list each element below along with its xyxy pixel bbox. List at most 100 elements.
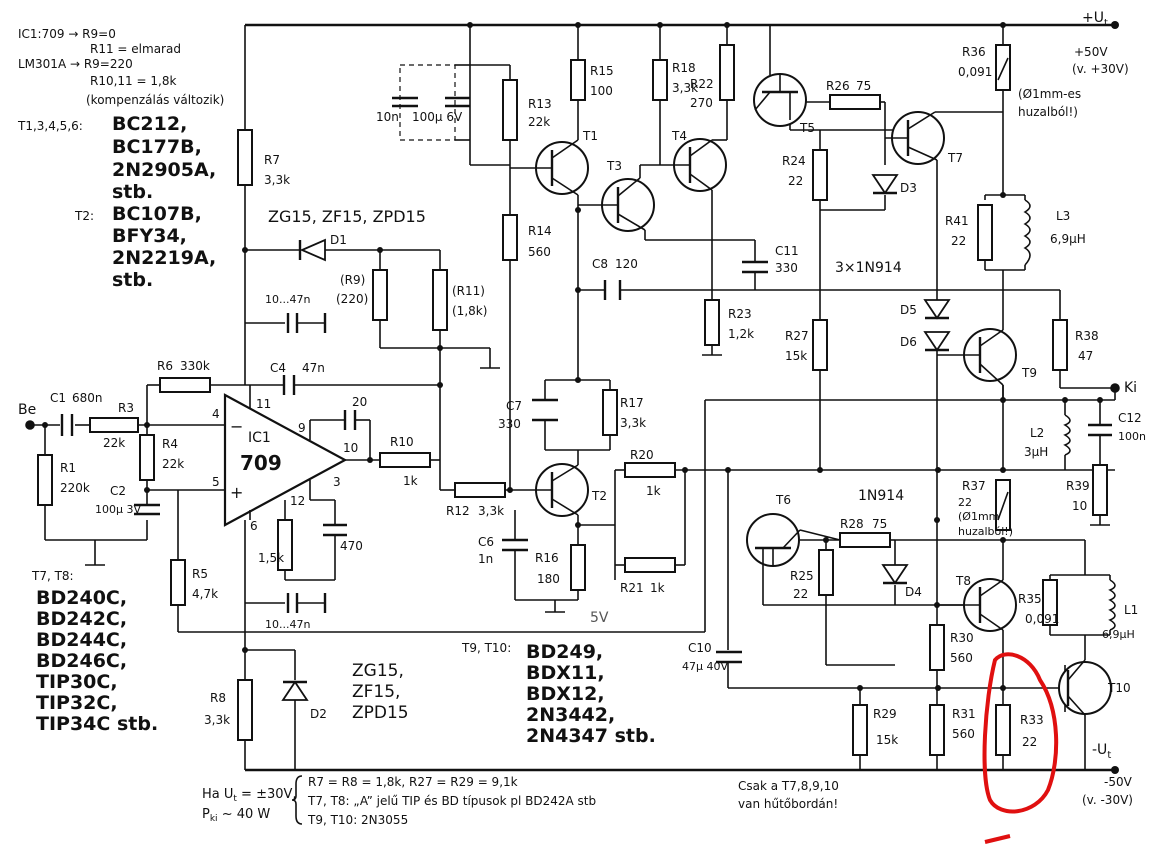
- svg-text:Pki ~ 40 W: Pki ~ 40 W: [202, 807, 270, 824]
- value-l3: 6,9μH: [1050, 232, 1086, 246]
- t78-type-3: BD244C,: [36, 629, 127, 651]
- label-1k5: 1,5k: [258, 551, 284, 565]
- resistor-r41: [977, 204, 993, 261]
- capacitor-c12: [1088, 423, 1112, 437]
- value-c10: 47μ 40V: [682, 660, 728, 673]
- label-t3: T3: [606, 159, 622, 173]
- label-c20: 20: [352, 395, 367, 409]
- wire-note-line2: huzalból!): [1018, 105, 1078, 119]
- supply-pos-label: +Ut: [1082, 10, 1108, 29]
- value-c1: 680n: [72, 391, 103, 405]
- capacitor-c2: [134, 503, 160, 516]
- supply-neg-label: -Ut: [1092, 742, 1111, 761]
- ic-note-1: IC1:709 → R9=0: [18, 27, 116, 41]
- ic1-pin-9: 9: [298, 421, 306, 435]
- resistor-1k5: [277, 519, 293, 571]
- transistor-t7: [885, 111, 1003, 165]
- capacitor-c11: [742, 260, 768, 274]
- wire-note2-line1: (Ø1mm: [958, 510, 999, 523]
- ut-neg-symbol: -U: [1092, 742, 1107, 758]
- label-c11: C11: [775, 244, 799, 258]
- resistor-r11: [432, 269, 448, 331]
- output-wiring: [769, 22, 1120, 770]
- value-r38: 47: [1078, 349, 1093, 363]
- label-d4: D4: [905, 585, 922, 599]
- resistor-r39: [1092, 464, 1108, 516]
- ic1-label: IC1: [248, 430, 271, 446]
- heatsink-line2: van hűtőbordán!: [738, 797, 838, 811]
- label-r17: R17: [620, 396, 644, 410]
- label-t1: T1: [582, 129, 598, 143]
- ic-note-3: LM301A → R9=220: [18, 57, 133, 71]
- label-c10: C10: [688, 641, 712, 655]
- footer-ha: Ha U: [202, 787, 233, 802]
- value-r7: 3,3k: [264, 173, 290, 187]
- transistor-t1: [510, 139, 589, 196]
- ic1-pin-4: 4: [212, 407, 220, 421]
- capacitor-10n: [392, 64, 456, 141]
- ic-note-4: R10,11 = 1,8k: [90, 74, 176, 88]
- resistor-r5: [170, 559, 186, 606]
- label-r27: R27: [785, 329, 809, 343]
- inductor-l2: [1063, 414, 1071, 456]
- highlight-circle: [982, 652, 1059, 814]
- t78-type-2: BD242C,: [36, 608, 127, 630]
- t910-type-2: BDX11,: [526, 662, 605, 684]
- resistor-r29: [852, 704, 868, 756]
- label-t9: T9: [1021, 366, 1037, 380]
- ic1-opamp: [223, 385, 380, 581]
- t-small-type-3: 2N2905A,: [112, 159, 216, 181]
- ic1-pin-6: 6: [250, 519, 258, 533]
- label-r20: R20: [630, 448, 654, 462]
- transistor-t5: [753, 73, 807, 127]
- t-small-type-4: stb.: [112, 181, 153, 203]
- label-r15: R15: [590, 64, 614, 78]
- ic-note-2: R11 = elmarad: [90, 42, 181, 56]
- value-r35: 0,091: [958, 65, 992, 79]
- label-c7: C7: [506, 399, 522, 413]
- resistor-r13: [502, 214, 518, 261]
- label-r6: R6: [157, 359, 173, 373]
- ic1-pin-3: 3: [333, 475, 341, 489]
- zener-top-label: ZG15, ZF15, ZPD15: [268, 207, 426, 226]
- value-r12: 3,3k: [478, 504, 504, 518]
- highlight-arrow: [984, 834, 1011, 844]
- label-r29: R29: [873, 707, 897, 721]
- label-l3: L3: [1056, 209, 1070, 223]
- value-r31: 560: [952, 727, 975, 741]
- resistor-r8: [237, 679, 253, 741]
- svg-text:-Ut: -Ut: [1092, 742, 1111, 761]
- zener-bottom-1: ZG15,: [352, 661, 404, 681]
- resistor-r37: [1042, 579, 1058, 626]
- transistor-t8: [937, 578, 1017, 632]
- resistor-r15: [570, 59, 586, 101]
- resistor-r33: [995, 704, 1011, 756]
- label-l2: L2: [1030, 426, 1044, 440]
- value-r22: 270: [690, 96, 713, 110]
- label-r39: R39: [1066, 479, 1090, 493]
- label-r12: R12: [446, 504, 470, 518]
- footer-sub-ki: ki: [210, 814, 218, 824]
- value-r14: 22k: [528, 115, 550, 129]
- wire-note-line1: (Ø1mm-es: [1018, 87, 1081, 101]
- value-l2: 3μH: [1024, 445, 1048, 459]
- t910-type-3: BDX12,: [526, 683, 605, 705]
- diode-d6: [923, 331, 951, 352]
- t78-type-5: TIP30C,: [36, 671, 118, 693]
- transistor-t6: [746, 513, 841, 605]
- value-c7: 330: [498, 417, 521, 431]
- value-r33: 22: [1022, 735, 1037, 749]
- resistor-r30: [929, 624, 945, 671]
- value-r16: 180: [537, 572, 560, 586]
- zener-network: [242, 247, 500, 491]
- t910-label: T9, T10:: [461, 641, 511, 655]
- t2-type-3: 2N2219A,: [112, 247, 216, 269]
- value-l1: 6,9μH: [1102, 628, 1135, 641]
- t910-type-5: 2N4347 stb.: [526, 725, 656, 747]
- resistor-r14: [502, 79, 518, 141]
- label-r21: R21: [620, 581, 644, 595]
- value-r6: 330k: [180, 359, 210, 373]
- footer-condition: Ha Ut = ±30V, Pki ~ 40 W: [202, 775, 303, 825]
- label-1047-lower: 10...47n: [265, 618, 310, 631]
- resistor-r25: [818, 549, 834, 596]
